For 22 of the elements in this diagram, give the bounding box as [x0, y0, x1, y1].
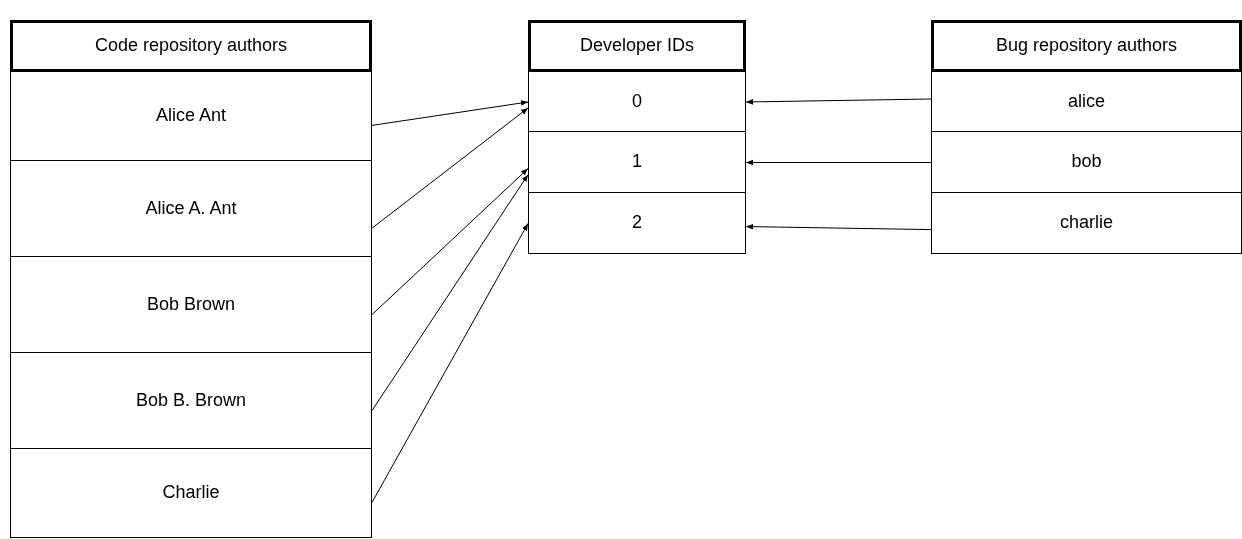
table-cell: 1 [528, 132, 746, 193]
arrow [371, 223, 529, 503]
table-cell: Charlie [10, 449, 372, 538]
arrow [371, 100, 529, 126]
arrow [745, 98, 932, 105]
table-cell: bob [931, 132, 1242, 193]
arrow [745, 159, 932, 166]
table-cell: alice [931, 72, 1242, 132]
table-cell: charlie [931, 193, 1242, 254]
arrow [371, 174, 529, 412]
table-cell: 2 [528, 193, 746, 254]
table-cell: Alice A. Ant [10, 161, 372, 257]
arrow [371, 168, 529, 316]
table-header: Developer IDs [528, 20, 746, 72]
table-cell: Bob Brown [10, 257, 372, 353]
arrow [745, 223, 932, 231]
arrow [371, 107, 529, 229]
table-cell: 0 [528, 72, 746, 132]
table-header: Bug repository authors [931, 20, 1242, 72]
table-cell: Bob B. Brown [10, 353, 372, 449]
table-cell: Alice Ant [10, 72, 372, 161]
table-header: Code repository authors [10, 20, 372, 72]
